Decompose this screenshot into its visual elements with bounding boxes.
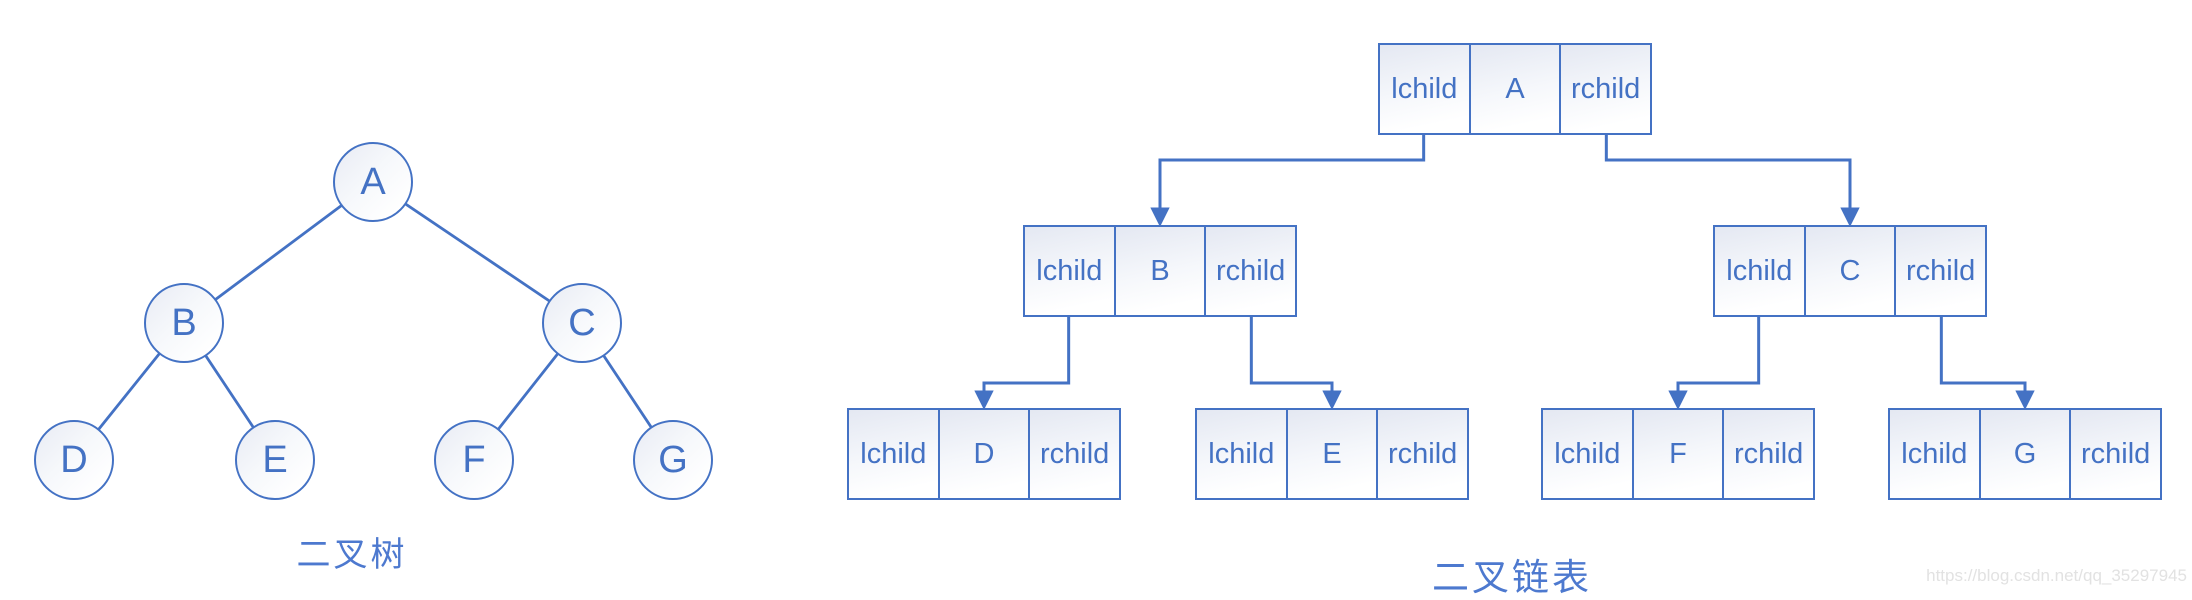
tree-node-B: B: [144, 283, 224, 363]
data-cell: F: [1631, 410, 1723, 498]
rchild-cell: rchild: [1204, 227, 1296, 315]
tree-node-C: C: [542, 283, 622, 363]
rchild-cell: rchild: [1894, 227, 1986, 315]
tree-node-label: C: [568, 301, 596, 344]
pointer-C-lchild-F: [1668, 317, 1761, 410]
rchild-cell: rchild: [1028, 410, 1120, 498]
lchild-cell: lchild: [1890, 410, 1979, 498]
tree-node-label: D: [60, 438, 88, 481]
tree-node-D: D: [34, 420, 114, 500]
lchild-cell: lchild: [1380, 45, 1469, 133]
rchild-cell: rchild: [1559, 45, 1651, 133]
data-cell: C: [1803, 227, 1895, 315]
lchild-cell: lchild: [1025, 227, 1114, 315]
data-cell: G: [1978, 410, 2070, 498]
tree-node-G: G: [633, 420, 713, 500]
data-cell: B: [1113, 227, 1205, 315]
watermark-url: https://blog.csdn.net/qq_35297945: [1926, 566, 2187, 585]
tree-node-label: E: [262, 438, 288, 481]
data-cell: E: [1285, 410, 1377, 498]
tree-node-F: F: [434, 420, 514, 500]
lchild-cell: lchild: [1543, 410, 1632, 498]
rchild-cell: rchild: [1722, 410, 1814, 498]
pointer-A-lchild-B: [1150, 135, 1426, 227]
tree-node-E: E: [235, 420, 315, 500]
tree-edge-A-C: [372, 180, 583, 325]
lchild-cell: lchild: [849, 410, 938, 498]
binary-linked-list-caption: 二叉链表: [1432, 557, 1592, 598]
data-cell: D: [937, 410, 1029, 498]
rchild-cell: rchild: [1376, 410, 1468, 498]
tree-node-label: F: [462, 438, 486, 481]
tree-node-A: A: [333, 142, 413, 222]
tree-node-label: B: [171, 301, 197, 344]
data-cell: A: [1468, 45, 1560, 133]
tree-node-label: G: [658, 438, 688, 481]
binary-tree-caption: 二叉树: [296, 536, 408, 574]
pointer-C-rchild-G: [1939, 317, 2035, 410]
pointer-B-lchild-D: [974, 317, 1071, 410]
pointer-A-rchild-C: [1604, 135, 1860, 227]
lchild-cell: lchild: [1197, 410, 1286, 498]
rchild-cell: rchild: [2069, 410, 2161, 498]
lchild-cell: lchild: [1715, 227, 1804, 315]
tree-node-label: A: [360, 160, 386, 203]
pointer-B-rchild-E: [1249, 317, 1342, 410]
